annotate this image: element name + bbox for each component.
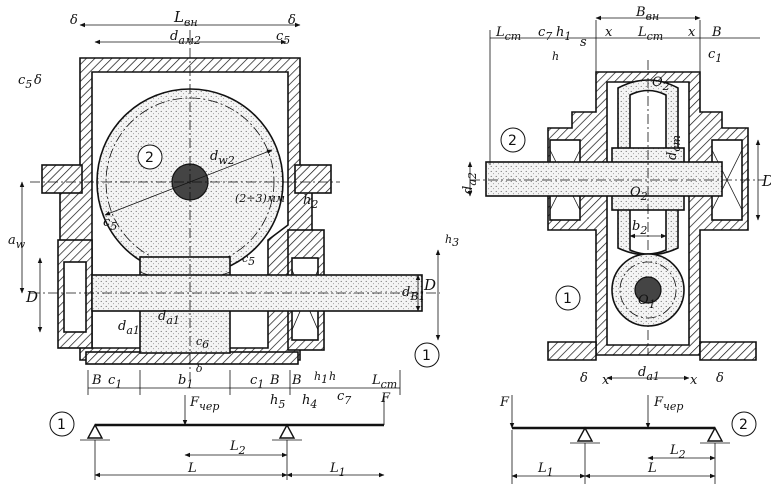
left-view: δ Lвн δ dам2 c5 c5 δ 2 dw2 (2÷3)мм h2 c5… [8, 8, 459, 480]
label-gap-mm: (2÷3)мм [235, 192, 285, 205]
r-label-x1: x [605, 25, 613, 40]
right-worm-shaft [634, 276, 662, 304]
r-label-L-st-r: Lcт [637, 25, 663, 43]
label-h2: h2 [303, 193, 318, 211]
r-label-O1: O1 [638, 293, 656, 311]
label-c5-top: c5 [276, 29, 290, 47]
left-bearing-l [63, 261, 87, 333]
r-label-D: D [761, 172, 771, 190]
r-label-circle-1: 1 [563, 291, 572, 307]
right-view: Bвн Lcт c7 h1 x Lcт x B h s c1 O2 2 da2 … [461, 5, 771, 484]
label-L-st: Lcт [371, 373, 397, 391]
label-delta-tr: δ [288, 13, 296, 28]
r-label-B-vn: Bвн [635, 5, 659, 23]
label-F: F [380, 391, 391, 406]
r-label-circle-2: 2 [508, 133, 517, 149]
r-beam-label-L2: L2 [669, 443, 686, 461]
label-c6: c6 [196, 335, 209, 351]
label-h3: h3 [445, 233, 459, 249]
label-b1: b1 [178, 373, 193, 391]
label-h5: h5 [270, 393, 285, 411]
r-label-B: B [711, 25, 722, 40]
r-label-O2: O2 [630, 185, 648, 203]
callout-circle-1 [414, 342, 440, 368]
r-beam-label-L1: L1 [537, 461, 554, 479]
label-L-vn: Lвн [173, 8, 198, 29]
r-label-x2: x [688, 25, 696, 40]
beam-label-L1: L1 [329, 461, 346, 479]
r-beam-label-L: L [647, 461, 657, 476]
right-support-1 [576, 426, 594, 442]
beam-label-L: L [187, 461, 197, 476]
beam-label-L2: L2 [229, 439, 246, 457]
label-circle-1: 1 [422, 348, 431, 364]
r-label-d-a2: da2 [461, 172, 479, 194]
label-F-cher: Fчер [189, 395, 219, 413]
label-D-right: D [423, 276, 436, 294]
r-beam-label-circle-2: 2 [739, 417, 748, 433]
label-B-l: B [91, 373, 102, 388]
r-callout-2 [500, 127, 526, 153]
callout-circle-2 [137, 144, 163, 170]
label-c5-delta: c5 [18, 73, 32, 91]
right-foot-l [547, 341, 597, 361]
label-c5-side: c5 [103, 215, 117, 233]
right-foot-r [699, 341, 757, 361]
label-d-a1-a: da1 [118, 319, 140, 337]
label-d-am2: dам2 [170, 29, 201, 47]
left-flange-left [41, 164, 83, 194]
r-label-F-cher: Fчер [653, 395, 683, 413]
r-label-c1: c1 [708, 47, 722, 65]
r-label-h1: h1 [556, 25, 571, 43]
r-label-s: s [580, 35, 587, 50]
label-delta-tl: δ [70, 13, 78, 28]
label-gear-2: 2 [145, 150, 154, 166]
label-h1: h1 [314, 370, 328, 386]
r-label-b2: b2 [632, 219, 647, 237]
r-label-F: F [499, 395, 510, 410]
label-c5-low: c5 [242, 252, 255, 268]
r-label-x4: x [690, 373, 698, 388]
label-d-a1-b: da1 [158, 309, 180, 327]
r-label-d-a1: da1 [638, 365, 660, 383]
r-label-O2-top: O2 [652, 75, 670, 93]
label-delta-c6: δ [196, 362, 203, 375]
label-d-w2: dw2 [210, 149, 235, 167]
label-d-B1: dB1 [402, 285, 425, 303]
left-flange-right [294, 164, 332, 194]
r-label-d-st: dcт [665, 135, 683, 160]
r-label-c7: c7 [538, 25, 552, 43]
right-wheel-shaft [485, 161, 723, 197]
r-label-h: h [552, 50, 559, 63]
label-c1-l: c1 [108, 373, 122, 391]
label-h: h [329, 370, 336, 383]
r-beam-callout-2 [731, 411, 757, 437]
r-callout-1 [555, 285, 581, 311]
label-delta-left: δ [34, 73, 42, 88]
label-B-r2: B [291, 373, 302, 388]
beam-label-circle-1: 1 [57, 417, 66, 433]
r-label-L-st-l: Lcт [495, 25, 521, 43]
right-support-2 [706, 426, 724, 442]
left-support-1 [86, 423, 104, 439]
label-c1-r: c1 [250, 373, 264, 391]
beam-callout-1 [49, 411, 75, 437]
label-a-w: aw [8, 233, 26, 251]
left-support-2 [278, 423, 296, 439]
r-label-delta-r: δ [716, 371, 724, 386]
r-label-delta-l: δ [580, 371, 588, 386]
label-c7: c7 [337, 389, 351, 407]
label-B-r1: B [269, 373, 280, 388]
label-D-left: D [25, 288, 38, 306]
label-h4: h4 [302, 393, 317, 411]
r-label-x3: x [602, 373, 610, 388]
